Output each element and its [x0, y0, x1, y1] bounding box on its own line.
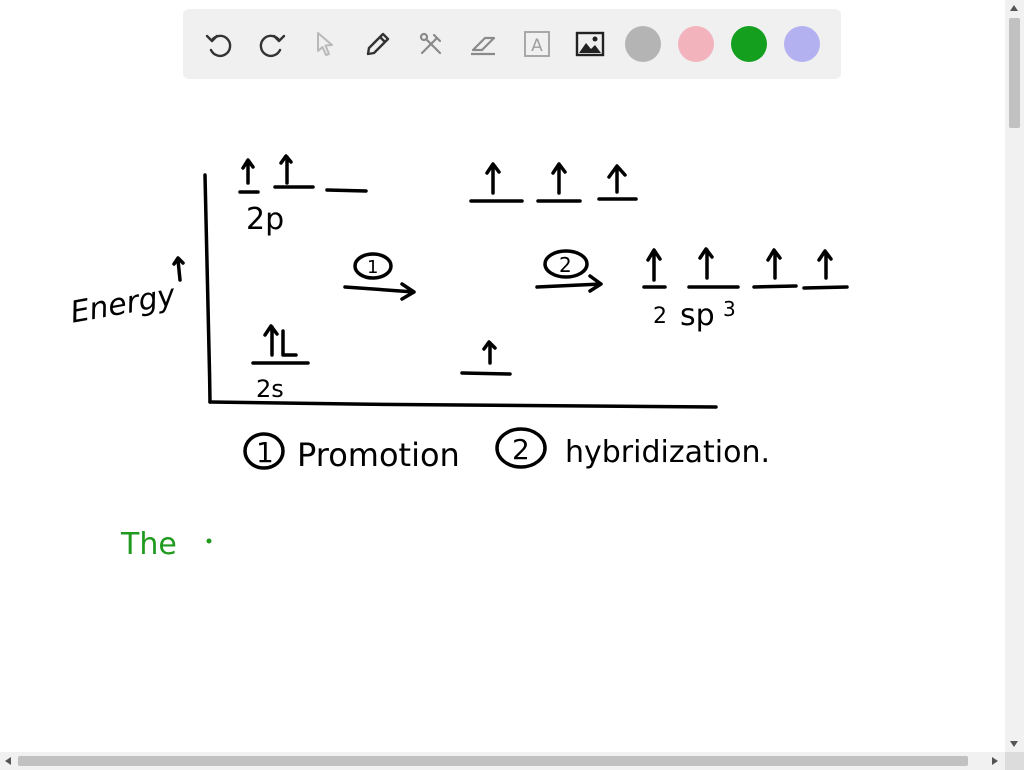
legend-2-number: 2: [512, 433, 530, 466]
scroll-up-icon[interactable]: [1010, 5, 1018, 11]
redo-icon[interactable]: [254, 26, 290, 62]
color-lavender-swatch[interactable]: [784, 26, 820, 62]
pointer-icon[interactable]: [307, 26, 343, 62]
scrollbar-corner: [1005, 752, 1024, 770]
tools-icon[interactable]: [413, 26, 449, 62]
step-2-number: 2: [559, 253, 572, 277]
undo-icon[interactable]: [201, 26, 237, 62]
whiteboard-toolbar: A: [183, 9, 841, 79]
scroll-left-icon[interactable]: [5, 757, 11, 765]
svg-text:A: A: [531, 36, 543, 56]
orbital-label-2s: 2s: [256, 375, 284, 403]
vertical-scrollbar[interactable]: [1005, 0, 1024, 752]
pencil-icon[interactable]: [360, 26, 396, 62]
sp3-count: 2: [653, 304, 667, 329]
eraser-icon[interactable]: [466, 26, 502, 62]
y-axis: [203, 173, 212, 404]
sp3-exponent: 3: [723, 297, 736, 321]
orbital-label-2p: 2p: [246, 202, 284, 237]
color-green-swatch[interactable]: [731, 26, 767, 62]
x-axis: [208, 400, 718, 409]
legend-2-text: hybridization.: [565, 435, 770, 470]
energy-axis-arrow: [172, 256, 185, 282]
image-icon[interactable]: [572, 26, 608, 62]
orbital-label-sp3: sp: [680, 298, 715, 333]
note-text: The: [120, 527, 177, 562]
energy-axis-label: Energy: [68, 278, 179, 331]
horizontal-scroll-thumb[interactable]: [18, 756, 968, 766]
horizontal-scrollbar[interactable]: [0, 752, 1005, 770]
color-pink-swatch[interactable]: [678, 26, 714, 62]
step-1-number: 1: [367, 257, 378, 278]
color-gray-swatch[interactable]: [625, 26, 661, 62]
scroll-right-icon[interactable]: [992, 757, 998, 765]
legend-1-number: 1: [256, 436, 274, 469]
note-dot: [206, 538, 212, 544]
vertical-scroll-thumb[interactable]: [1009, 18, 1020, 128]
legend-1-text: Promotion: [297, 436, 460, 474]
drawing-canvas[interactable]: Energy 2p 2s 2 sp 3 1 2 1 Promotion 2 hy…: [0, 0, 1005, 752]
scroll-down-icon[interactable]: [1010, 741, 1018, 747]
text-icon[interactable]: A: [519, 26, 555, 62]
